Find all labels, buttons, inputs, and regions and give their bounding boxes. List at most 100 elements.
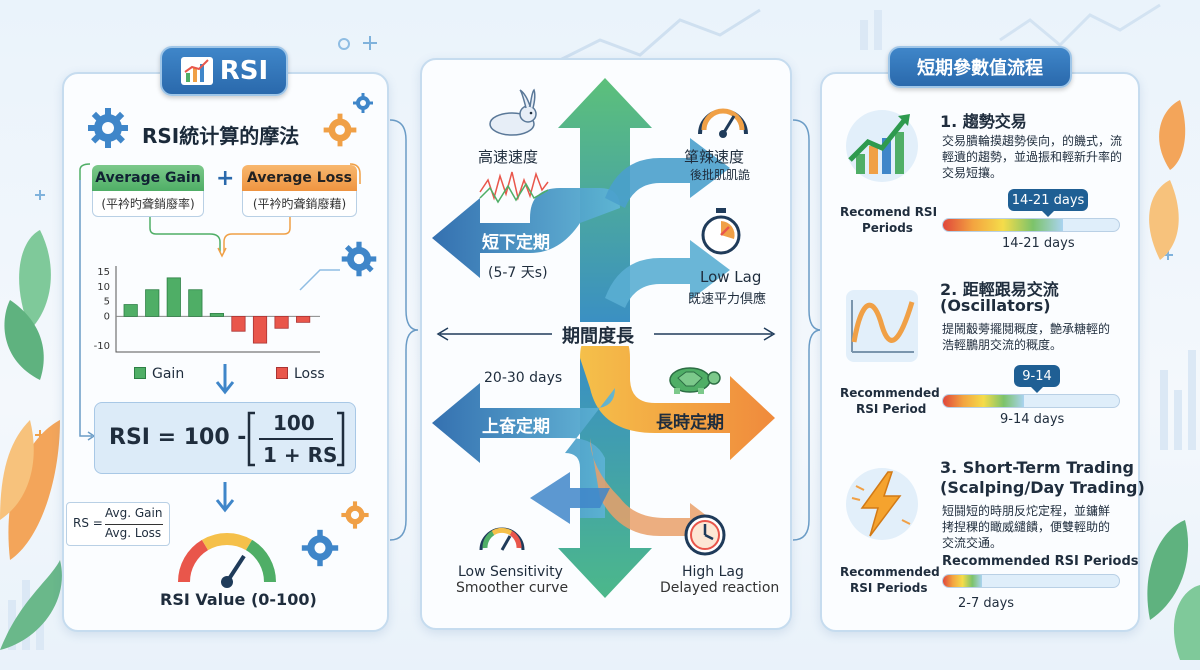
turtle-icon (669, 367, 721, 394)
section2-desc-line2: 浩輕鵬朋交流的穊度。 (942, 338, 1063, 352)
trend-chart-icon (846, 110, 918, 182)
gear-icon (341, 241, 377, 277)
legend-loss-label: Loss (294, 366, 325, 382)
section2-rec-label-1: Recommended (840, 386, 940, 400)
rsi-value-label: RSI Value (0-100) (160, 590, 317, 609)
loss-swatch (276, 367, 288, 379)
section1-title: 1. 趨勢交易 (940, 112, 1027, 131)
section2-title-line2: (Oscillators) (940, 296, 1051, 315)
fast-speed-label: 高速速度 (478, 148, 539, 166)
period-length-label-bg (552, 322, 654, 346)
parameters-title-ribbon: 短期參數值流程 (888, 46, 1072, 88)
gain-bar (188, 289, 203, 317)
legend-loss: Loss (276, 366, 325, 382)
average-gain-label: Average Gain (92, 165, 204, 191)
gear-icon (88, 108, 128, 148)
rs-definition: RS = Avg. Gain Avg. Loss (66, 502, 170, 546)
long-period-left-label: 上奋定期 (482, 417, 550, 437)
rs-denominator: Avg. Loss (105, 526, 162, 540)
section1-period-fill (943, 219, 1063, 231)
gauge-icon (479, 527, 525, 551)
low-lag-label: Low Lag (700, 268, 762, 286)
section3-period-range: 2-7 days (958, 596, 1015, 611)
flow-connectors (79, 163, 361, 441)
formula-denominator: 1 + RS (263, 443, 338, 467)
gear-icon (323, 113, 357, 147)
section3-title-line1: 3. Short-Term Trading (940, 458, 1134, 477)
chart-axis (115, 266, 320, 353)
high-lag-label: High Lag (682, 564, 744, 580)
section2-desc-line1: 提鬧觳蒡擺鬩穊度，艶承糖輕的 (942, 322, 1111, 336)
section3-desc-line1: 短鬪短的時朋反炨定程，並鏞鮮 (942, 504, 1111, 518)
section3-title-line2: (Scalping/Day Trading) (940, 478, 1145, 497)
section1-rec-label-1: Recomend RSI (840, 205, 938, 219)
stopwatch-icon (701, 208, 741, 255)
slow-speed-label: 箪辣速度 (684, 148, 745, 166)
rs-label: RS = (73, 516, 103, 530)
slow-speed-subtitle: 後批肌肌詭 (690, 168, 751, 182)
rabbit-icon (489, 88, 537, 136)
formula-numerator: 100 (273, 411, 315, 435)
parameters-title: 短期參數值流程 (917, 58, 1043, 79)
section2-period-range: 9-14 days (1000, 412, 1065, 427)
chart-tick-label: 10 (97, 282, 110, 293)
gain-loss-bar-chart: 15 10 5 0 -10 (94, 266, 320, 353)
section3-period-fill (943, 575, 982, 587)
period-arrows-diagram (432, 78, 776, 598)
loss-bar (252, 316, 268, 344)
clock-icon (684, 514, 726, 556)
section3-rec-label-2: RSI Periods (850, 581, 928, 595)
section1-period-bar (942, 218, 1120, 232)
gauge-icon (177, 533, 277, 588)
section2-rec-label-2: RSI Period (856, 402, 927, 416)
formula-brackets (247, 411, 345, 467)
leaf-decoration-right (1147, 100, 1200, 660)
legend-gain: Gain (134, 366, 184, 382)
average-loss-label: Average Loss (242, 165, 357, 191)
gain-bar (166, 277, 181, 317)
gear-icon (301, 529, 339, 567)
section1-desc-line1: 交易膭輪摸趨勢侯向，的饑式，流 (942, 134, 1123, 148)
section3-rec-heading: Recommended RSI Periods (942, 554, 1139, 569)
chart-tick-label: 0 (104, 311, 110, 322)
loss-bar (274, 316, 289, 329)
loss-bar (231, 316, 246, 332)
low-sensitivity-label: Low Sensitivity (458, 564, 563, 580)
gear-icon (353, 93, 373, 113)
period-length-label: 期間度長 (562, 326, 634, 347)
chart-tick-label: -10 (94, 341, 110, 352)
rsi-badge-label: RSI (219, 56, 269, 86)
chart-icon (180, 57, 213, 85)
section3-desc-line2: 拷揑稞的瞰威繾饋，便雙輕助的 (942, 520, 1111, 534)
section1-desc-line2: 輕遺的趨勢，並過振和輕新升率的 (942, 150, 1123, 164)
volatile-line-icon (479, 171, 549, 204)
section3-rec-label-1: Recommended (840, 565, 940, 579)
chart-tick-label: 15 (97, 267, 110, 278)
section2-period-fill (943, 395, 1024, 407)
average-gain-subtitle: (平衿旳聋銷廢率) (92, 191, 204, 217)
section3-desc-line3: 交流交通。 (942, 536, 1003, 550)
long-period-days: 20-30 days (484, 370, 563, 386)
chart-tick-label: 5 (104, 297, 110, 308)
speedometer-icon (698, 108, 748, 138)
short-period-days: (5-7 天s) (488, 265, 548, 281)
lightning-icon (846, 468, 918, 540)
rsi-badge: RSI (160, 46, 288, 96)
average-loss-subtitle: (平衿旳聋銷廢藉) (242, 191, 357, 217)
down-arrow-icon (215, 364, 235, 395)
delayed-reaction-label: Delayed reaction (660, 580, 780, 596)
section2-period-tooltip: 9-14 (1014, 365, 1060, 393)
down-arrow-icon (215, 482, 235, 513)
smoother-curve-label: Smoother curve (456, 580, 569, 596)
formula-left: RSI = 100 - (109, 425, 247, 450)
gear-icon (341, 501, 369, 529)
oscillator-icon (846, 290, 918, 362)
loss-bar (296, 316, 311, 323)
section1-period-range: 14-21 days (1002, 236, 1075, 251)
rs-fraction-line (105, 524, 163, 525)
gain-bar (123, 304, 138, 317)
section1-period-tooltip: 14-21 days (1008, 189, 1088, 217)
legend-gain-label: Gain (152, 366, 185, 382)
section3-period-bar (942, 574, 1120, 588)
